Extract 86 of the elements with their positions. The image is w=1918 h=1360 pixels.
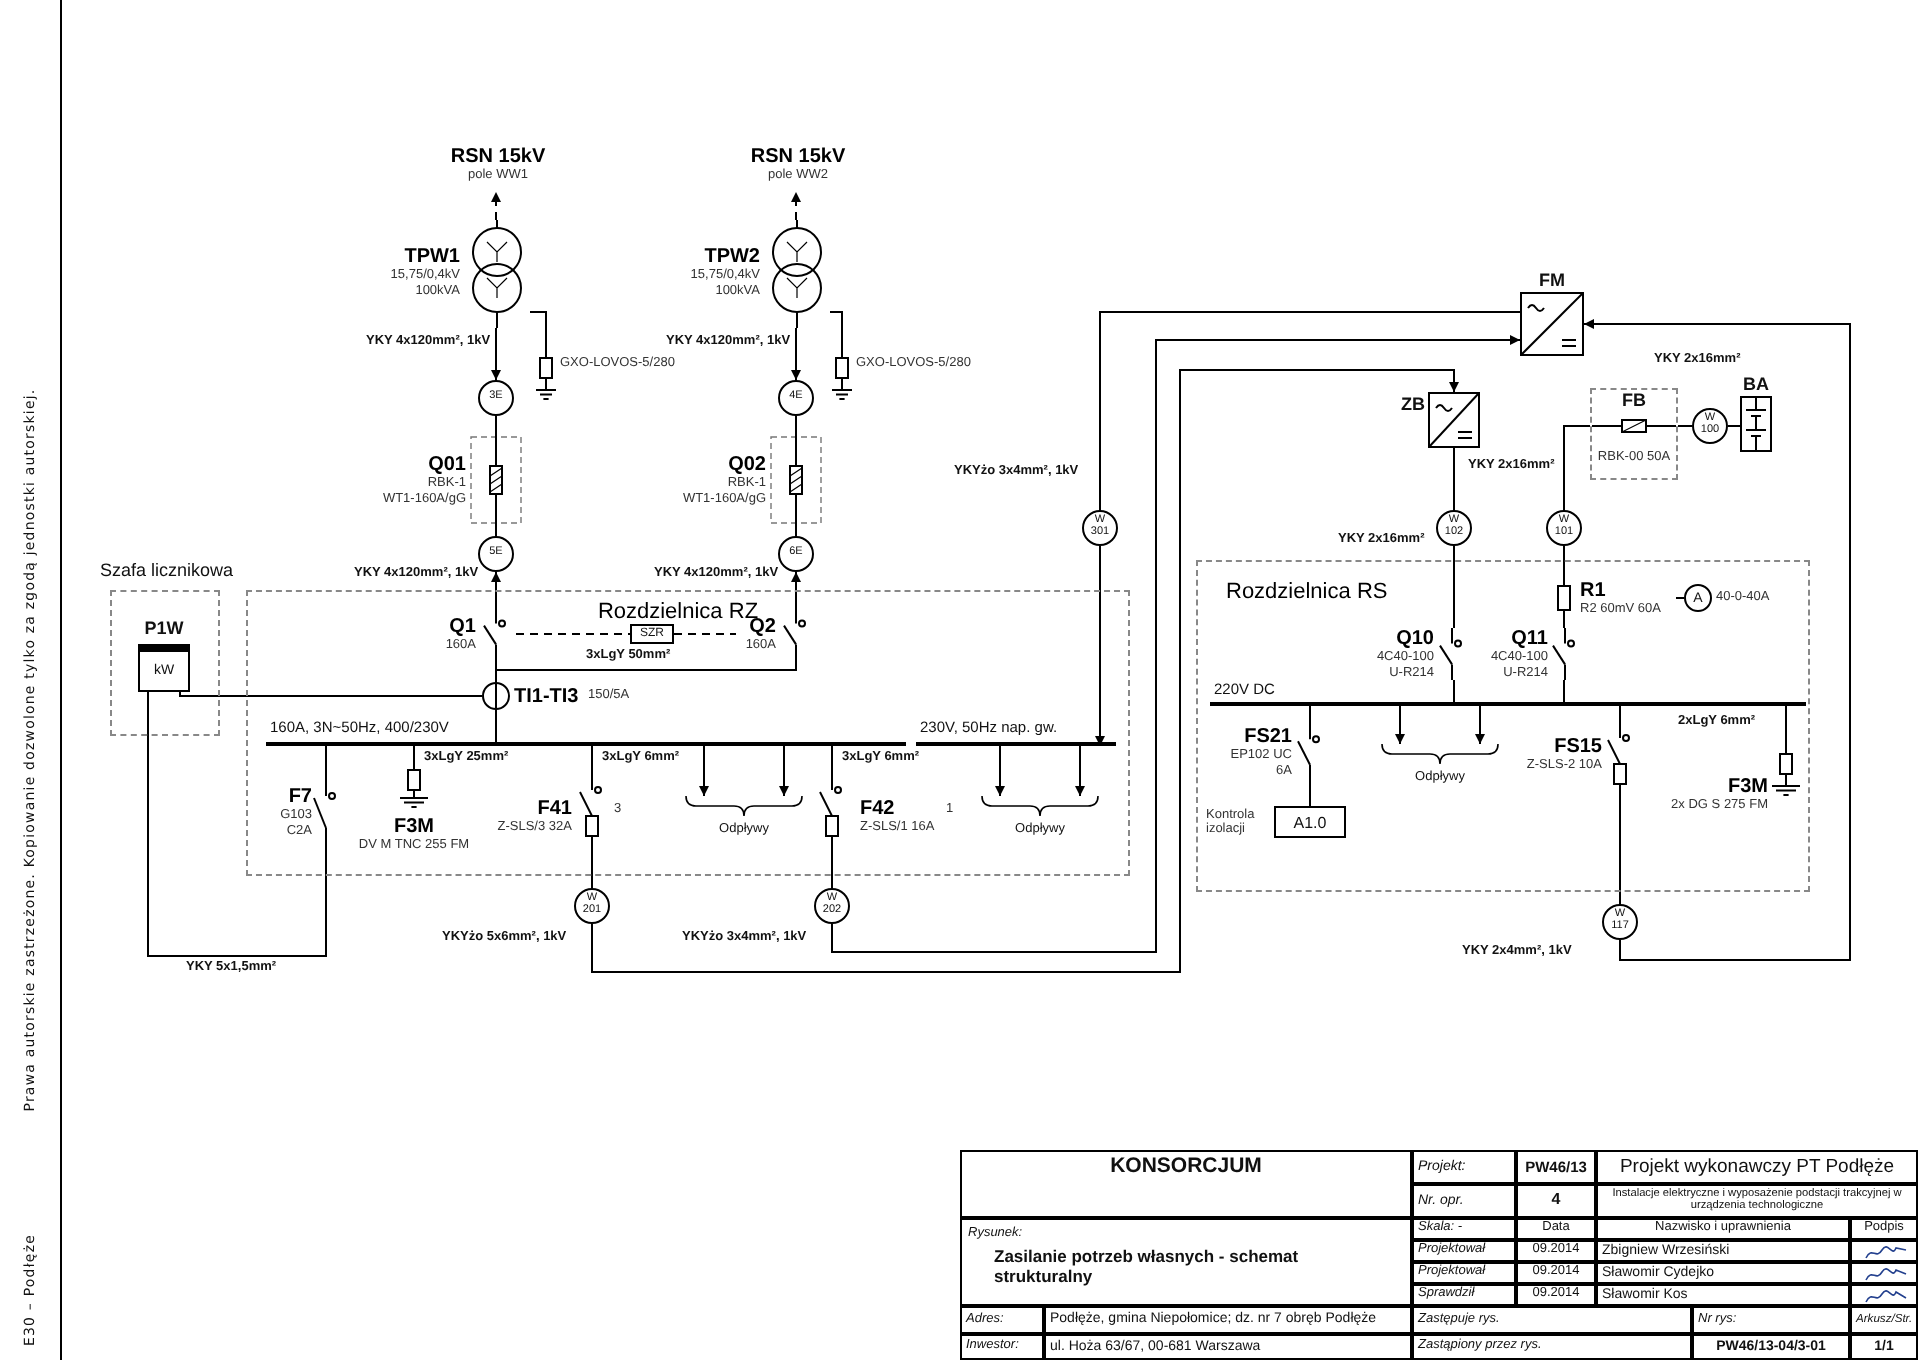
wire	[495, 711, 497, 747]
wire-arrow	[995, 745, 1005, 797]
wire	[831, 745, 833, 773]
wire-arrow	[491, 571, 501, 609]
wire	[1675, 597, 1685, 599]
consortium-heading: KONSORCJUM	[960, 1150, 1412, 1218]
source-label: RSN 15kV	[748, 145, 848, 168]
wire	[1453, 545, 1455, 629]
wire	[1727, 425, 1741, 427]
wire	[1563, 425, 1591, 511]
wire	[1619, 787, 1621, 905]
busbar	[916, 718, 1116, 746]
wire	[495, 659, 797, 681]
wire-arrow	[1075, 745, 1085, 797]
device-label: Q1	[447, 615, 476, 638]
device-label: F3M	[1726, 775, 1768, 798]
wire	[495, 415, 497, 437]
fuse-enclosure	[1590, 388, 1678, 480]
cabinet-title: Szafa licznikowa	[100, 558, 228, 582]
device-label: Q10	[1394, 628, 1434, 650]
wire-arrow	[1583, 319, 1851, 961]
wire	[1453, 447, 1455, 511]
wire	[591, 745, 593, 773]
device-label: TPW2	[702, 246, 760, 268]
wire-arrow	[699, 745, 709, 797]
wire-arrow	[1395, 705, 1405, 745]
busbar	[266, 718, 906, 746]
drawing-title: Zasilanie potrzeb własnych - schemat strukturalny	[994, 1246, 1301, 1286]
control-link	[791, 191, 801, 221]
device-label: TPW1	[402, 246, 460, 268]
device-label: F41	[535, 797, 572, 820]
wire	[147, 691, 327, 957]
device-label: FM	[1537, 268, 1567, 292]
wire	[1563, 615, 1565, 629]
device-label: F42	[860, 797, 897, 820]
device-label: Q11	[1509, 628, 1548, 650]
device-label: FS21	[1242, 726, 1292, 748]
wire-arrow	[779, 745, 789, 797]
control-link	[491, 191, 501, 221]
device-label: Q01	[426, 454, 466, 476]
wire	[1453, 679, 1455, 707]
wire	[179, 691, 483, 697]
device-label: TI1-TI3	[514, 685, 581, 707]
device-label: P1W	[142, 616, 186, 640]
wire	[1785, 705, 1787, 749]
wire-arrow	[831, 335, 1521, 953]
wire-arrow	[1475, 705, 1485, 745]
device-label: FS15	[1552, 735, 1602, 758]
control-link	[673, 633, 737, 635]
device-label: FB	[1620, 390, 1648, 412]
wire	[325, 745, 327, 773]
device-label: BA	[1741, 372, 1771, 396]
device-label: R1	[1580, 579, 1608, 602]
device-label: F3M	[392, 816, 436, 839]
wire	[795, 415, 797, 437]
wire	[1563, 679, 1565, 707]
wire	[591, 859, 593, 889]
wire	[795, 523, 797, 537]
wire	[829, 311, 843, 353]
wire	[831, 859, 833, 889]
wire	[1099, 311, 1521, 511]
wire-arrow	[1095, 545, 1105, 747]
wire-arrow	[491, 327, 501, 381]
wire-arrow	[791, 327, 801, 381]
wire	[413, 745, 415, 765]
project-title: Projekt wykonawczy PT Podłęże	[1596, 1150, 1918, 1184]
monitor-box: A1.0	[1274, 806, 1346, 838]
device-label: Q02	[726, 454, 766, 476]
wire	[1619, 705, 1621, 721]
control-link	[515, 633, 631, 635]
wire	[1309, 705, 1311, 721]
switchboard-title: Rozdzielnica RS	[1226, 579, 1390, 605]
field-value: 4	[1516, 1184, 1596, 1218]
device-label: ZB	[1400, 392, 1426, 416]
device-label: Q2	[749, 615, 776, 638]
switchboard-frame	[1196, 560, 1810, 892]
wire-arrow	[791, 571, 801, 609]
wire	[1563, 545, 1565, 581]
wire	[529, 311, 547, 353]
wire	[495, 523, 497, 537]
device-label: F7	[286, 786, 312, 808]
wire	[1677, 425, 1693, 427]
wire-arrow	[591, 369, 1459, 973]
source-label: RSN 15kV	[448, 145, 548, 168]
busbar	[1210, 680, 1806, 706]
wire	[1309, 783, 1311, 807]
